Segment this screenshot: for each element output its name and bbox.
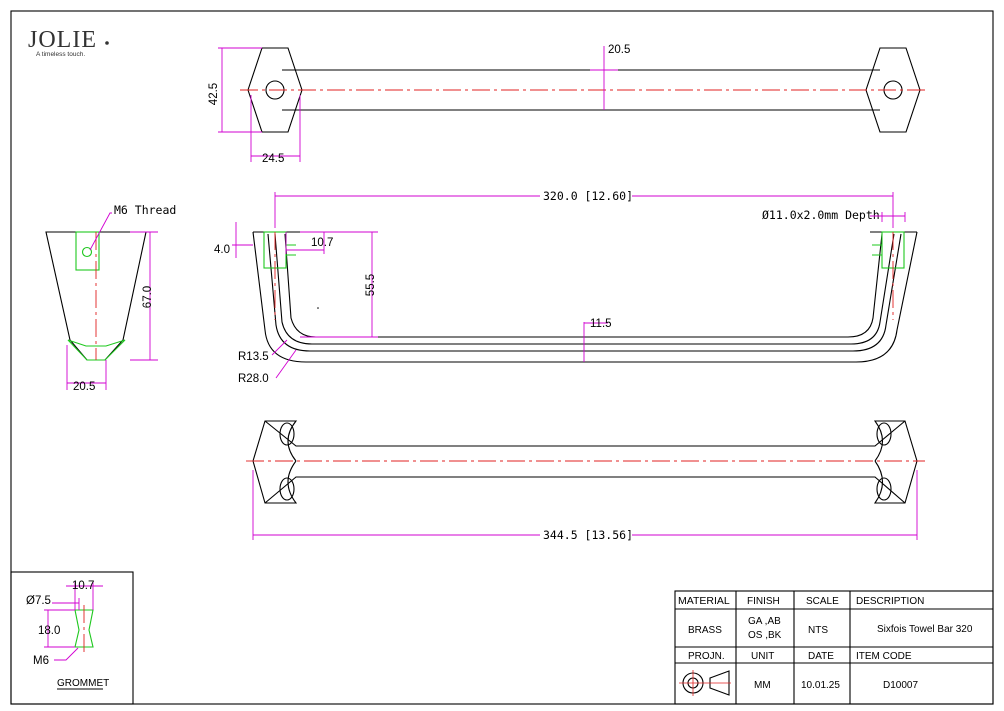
tb-header-finish: FINISH <box>747 596 780 607</box>
dim-top-foot-width-lines <box>250 95 301 162</box>
bottom-view-right-end <box>873 420 918 462</box>
tb-header-description: DESCRIPTION <box>856 596 924 607</box>
side-view: M6 Thread 67.0 20.5 <box>45 203 176 393</box>
side-view-base-highlight <box>67 339 126 361</box>
tb-value-item-code: D10007 <box>883 680 918 691</box>
tb-value-finish-1: GA ,AB <box>748 616 781 627</box>
dim-offset-lines <box>232 222 253 258</box>
dim-post-width-lines <box>285 232 325 254</box>
side-view-thread-hole <box>75 231 100 271</box>
logo-registered-mark <box>105 41 109 45</box>
title-block: MATERIAL FINISH SCALE DESCRIPTION BRASS … <box>674 590 994 705</box>
dim-top-height-lines <box>218 47 262 133</box>
dim-post-width: 10.7 <box>311 237 333 249</box>
logo-tagline: A timeless touch. <box>36 51 85 58</box>
tb-header-projection: PROJN. <box>688 651 725 662</box>
dim-side-base: 20.5 <box>73 381 95 393</box>
grommet-width: 10.7 <box>72 580 94 592</box>
dim-hole-depth: Ø11.0x2.0mm Depth <box>762 208 880 222</box>
grommet-height: 18.0 <box>38 625 60 637</box>
tb-header-item-code: ITEM CODE <box>856 651 912 662</box>
drawing-border <box>10 10 994 705</box>
dim-side-height: 67.0 <box>142 286 154 308</box>
dim-top-bar-thickness: 20.5 <box>608 44 630 56</box>
dim-radius-outer: R28.0 <box>238 373 269 385</box>
grommet-label: GROMMET <box>57 678 109 689</box>
grommet-detail: 10.7 Ø7.5 18.0 M6 GROMMET <box>10 571 134 705</box>
grommet-box <box>10 571 134 705</box>
grommet-dia: Ø7.5 <box>26 595 51 607</box>
tb-value-finish-2: OS ,BK <box>748 630 782 641</box>
dim-top-foot-width: 24.5 <box>262 153 284 165</box>
dim-bar-thickness: 11.5 <box>590 318 612 330</box>
brand-logo: JOLIE A timeless touch. <box>28 27 109 58</box>
dim-projection: 55.5 <box>365 274 377 296</box>
top-view-bar <box>282 69 880 111</box>
tb-value-date: 10.01.25 <box>801 680 840 691</box>
dim-thread: M6 Thread <box>114 203 176 217</box>
dim-offset: 4.0 <box>214 244 230 256</box>
bottom-view: 344.5 [13.56] <box>246 420 925 542</box>
front-view: 320.0 [12.60] Ø11.0x2.0mm Depth 4.0 10.7… <box>214 189 918 385</box>
dim-side-height-lines <box>130 231 158 361</box>
front-view-outer <box>252 231 918 363</box>
dim-projection-lines <box>300 231 378 338</box>
tb-header-date: DATE <box>808 651 834 662</box>
dim-overall-length: 344.5 [13.56] <box>543 528 633 542</box>
dim-bar-thickness-lines <box>583 322 608 362</box>
tb-header-unit: UNIT <box>751 651 774 662</box>
bottom-view-left-end <box>252 420 298 462</box>
top-view: 42.5 20.5 24.5 <box>208 44 925 165</box>
grommet-thread: M6 <box>33 655 49 667</box>
dim-center-to-center: 320.0 [12.60] <box>543 189 633 203</box>
tb-value-scale: NTS <box>808 625 828 636</box>
dim-top-bar-thickness-lines <box>590 46 618 110</box>
projection-symbol-icon <box>679 670 731 696</box>
tb-value-material: BRASS <box>688 625 722 636</box>
tb-value-description: Sixfois Towel Bar 320 <box>877 624 973 635</box>
tb-value-unit: MM <box>754 680 771 691</box>
dim-side-base-lines <box>66 345 107 390</box>
logo-text: JOLIE <box>28 27 97 53</box>
dim-radius-inner: R13.5 <box>238 351 269 363</box>
tb-header-scale: SCALE <box>806 596 839 607</box>
dim-top-height: 42.5 <box>208 83 220 105</box>
tb-header-material: MATERIAL <box>678 595 730 607</box>
